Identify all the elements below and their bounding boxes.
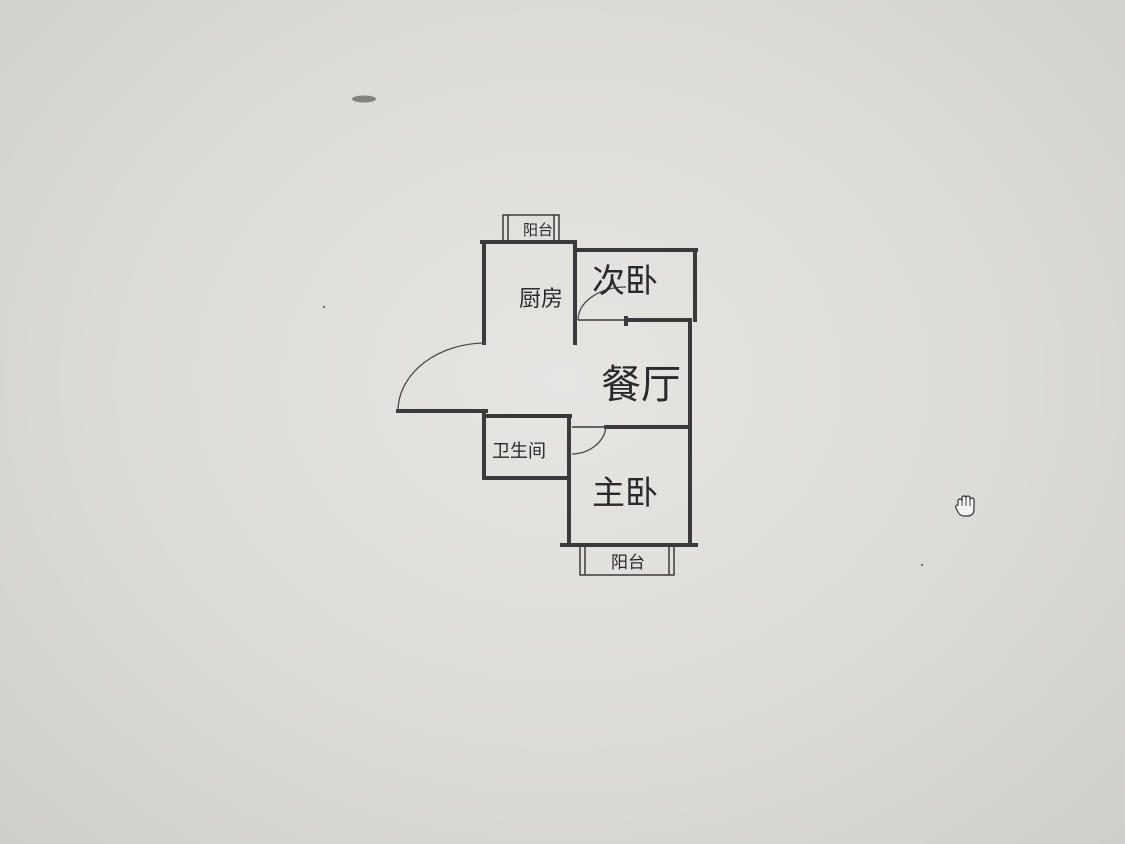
balcony-bottom: 阳台	[579, 545, 675, 576]
bathroom-label: 卫生间	[492, 441, 546, 462]
balcony-top-label: 阳台	[523, 221, 553, 239]
balcony-bottom-outline	[579, 545, 675, 576]
entrance-door-swing	[397, 342, 487, 412]
kitchen-label: 厨房	[519, 287, 563, 312]
dining-room-label: 餐厅	[601, 362, 681, 408]
master-bedroom-label: 主卧	[592, 473, 658, 512]
balcony-top: 阳台	[502, 214, 560, 242]
dust-speck	[920, 563, 924, 567]
bathroom-door-swing	[571, 426, 607, 455]
doors	[397, 286, 627, 455]
walls	[396, 240, 698, 547]
second-bedroom-label: 次卧	[592, 261, 658, 300]
second-bedroom-door-swing	[577, 286, 627, 321]
hand-cursor-icon	[955, 495, 975, 517]
dust-speck	[322, 305, 326, 309]
dust-speck	[352, 95, 376, 103]
balcony-bottom-label: 阳台	[611, 553, 645, 573]
floor-plan: 阳台	[396, 214, 698, 576]
